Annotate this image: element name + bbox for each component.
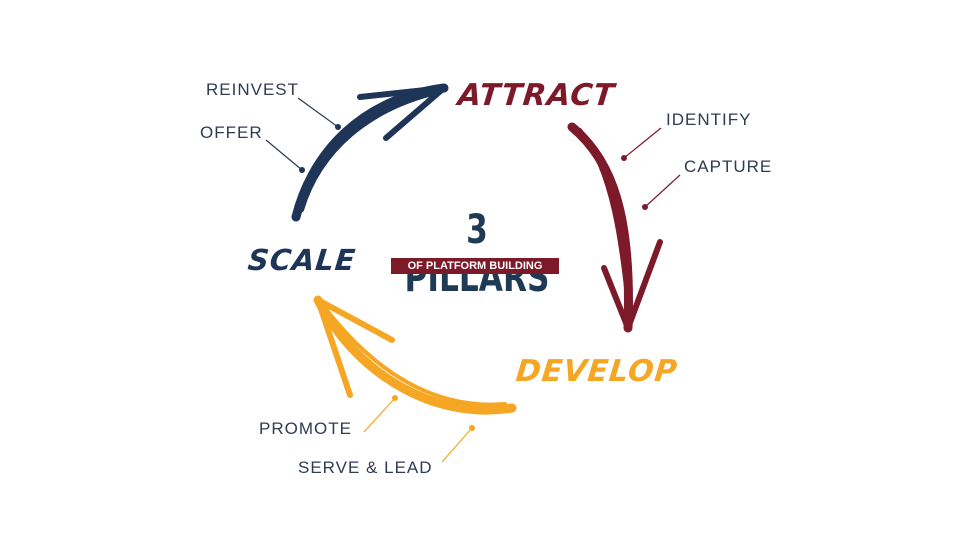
identify-leader xyxy=(623,127,662,159)
offer-leader xyxy=(265,139,303,171)
stage-attract-label: ATTRACT xyxy=(456,78,617,113)
center-subtitle-banner: OF PLATFORM BUILDING xyxy=(391,258,559,274)
step-serve-lead-label: SERVE & LEAD xyxy=(298,458,433,477)
step-offer-label: OFFER xyxy=(200,123,263,142)
serve-lead-leader xyxy=(441,427,473,463)
stage-scale-label: SCALE xyxy=(246,243,358,277)
stage-develop-label: DEVELOP xyxy=(514,354,680,389)
capture-leader xyxy=(644,174,681,208)
step-capture-label: CAPTURE xyxy=(684,157,773,176)
develop-to-scale-arrow xyxy=(313,295,517,415)
step-promote-label: PROMOTE xyxy=(259,419,352,438)
center-title: 3 PILLARS xyxy=(404,207,550,301)
reinvest-leader xyxy=(297,97,339,128)
attract-to-develop-arrow xyxy=(567,122,663,333)
scale-to-attract-arrow xyxy=(291,83,449,222)
leader-dots xyxy=(299,124,648,431)
step-identify-label: IDENTIFY xyxy=(666,110,752,129)
leader-lines xyxy=(265,97,681,463)
promote-leader xyxy=(363,397,396,433)
step-reinvest-label: REINVEST xyxy=(206,80,300,99)
